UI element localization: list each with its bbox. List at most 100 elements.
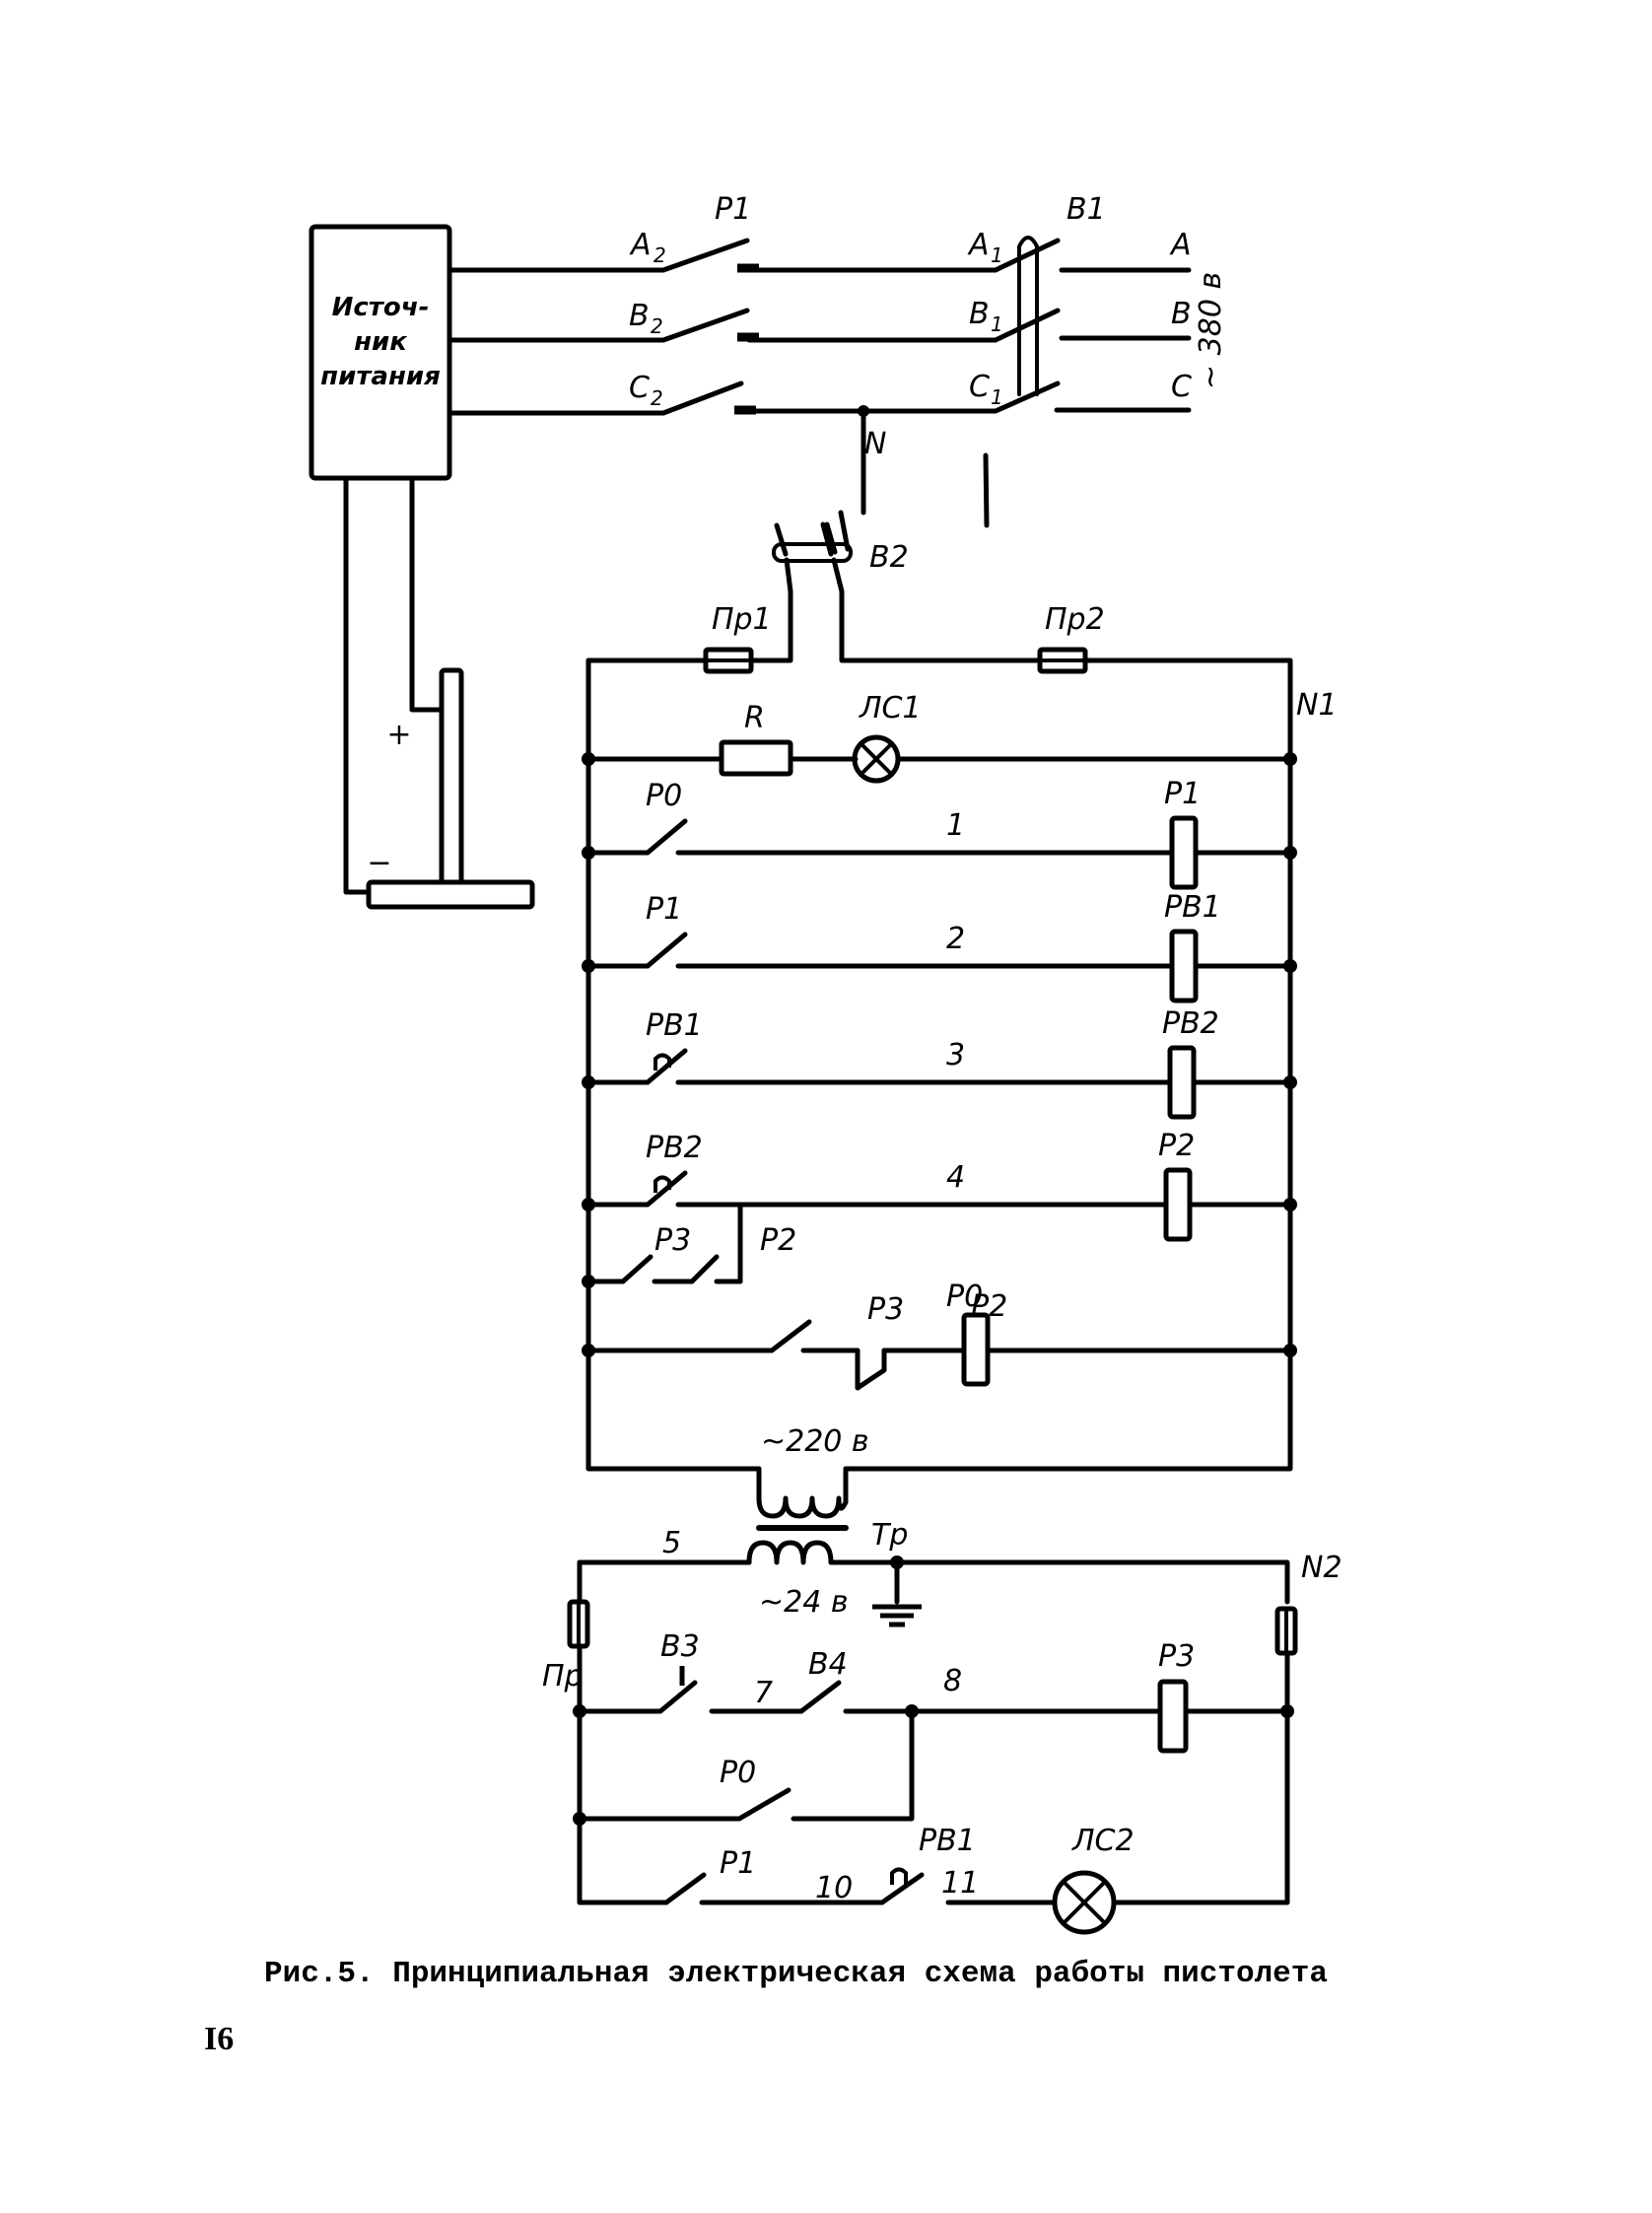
coil-p0-label: P0 [946,1279,983,1314]
plus-sign: + [386,718,411,752]
wire-7-label: 7 [754,1676,773,1710]
sub-c1: 1 [991,385,1003,409]
rung-wire-label: 2 [946,922,965,956]
rung-coil-label: P2 [1158,1129,1195,1163]
rung-wire-label: 4 [946,1160,965,1195]
minus-sign: − [367,846,391,880]
wire-5-label: 5 [662,1526,681,1560]
rung-contact-label: PB1 [646,1008,703,1043]
phase-b-label: B [1171,297,1192,331]
label-a1: A [967,228,990,262]
positive-lead [409,475,445,713]
neutral-label: N [864,427,886,461]
primary-voltage-label: ~220 в [761,1424,869,1459]
power-source-box [309,224,452,481]
ground-icon [872,1604,922,1627]
negative-lead [343,475,373,895]
mains-voltage-label: ~ 380 в [1194,272,1228,389]
three-phase-lines [447,236,1192,516]
rung-contact-label: P1 [646,892,682,927]
hold-p2-label: P2 [760,1223,796,1258]
circuit-n2: 5 ~24 в N2 Пр B3 7 B4 8 P3 P0 [542,1526,1342,1935]
lamp-ls1-label: ЛС1 [859,691,922,726]
sub-a2: 2 [654,243,666,267]
time-delay-actuator [654,1175,671,1193]
electrode [439,667,464,900]
p1-contact-c [660,380,744,416]
coil-pb1 [1169,929,1199,1003]
pb1-delay-actuator [890,1867,908,1885]
three-phase-labels: P1 A 2 B 2 C 2 B1 A 1 B 1 C 1 A B C ~ 38… [629,192,1228,410]
sub-a1: 1 [991,243,1003,267]
label-c2: C [629,371,650,405]
circuit-n1: Пр1 Пр2 N1 R ЛС1 P01P1P12PB1PB13PB2PB24P… [582,602,1338,1553]
rung-contact-label: PB2 [646,1131,703,1165]
sub-b2: 2 [651,314,663,338]
coil-p3-label: P3 [1158,1639,1195,1674]
p1-contact-b [660,308,750,343]
resistor-label: R [744,701,765,735]
power-source-label-1: Источ- [332,293,430,322]
contact-pb1 [645,1048,688,1085]
resistor-r [719,739,793,777]
transformer-primary-winding [756,1466,849,1519]
phase-c-label: C [1171,370,1192,404]
contact-p0-label: P0 [720,1756,756,1790]
label-b1: B [969,297,990,331]
contact-p1-label: P1 [720,1846,756,1881]
time-delay-actuator [654,1053,671,1071]
fuse-pr1-label: Пр1 [712,602,772,637]
rung-contact-label: P0 [646,779,682,813]
breaker-b1-label: B1 [1067,192,1106,227]
switch-b2-label: B2 [869,540,909,575]
sub-c2: 2 [651,386,663,410]
hold-p3-label: P3 [654,1223,691,1258]
circuit-n1-label: N1 [1296,688,1338,723]
phase-a-label: A [1169,228,1192,262]
figure-caption: Рис.5. Принципиальная электрическая схем… [264,1957,1328,1991]
label-b2: B [629,299,650,333]
b1-mechanical-link [1017,236,1039,396]
wire-10-label: 10 [815,1871,853,1905]
rung-coil-label: PB2 [1162,1006,1219,1041]
circuit-n2-label: N2 [1301,1551,1342,1585]
rung-wire-label: 3 [946,1038,965,1072]
transformer-secondary-winding [746,1540,834,1565]
rung-coil-label: PB1 [1164,890,1221,925]
fuse-pr-label: Пр [542,1659,584,1694]
welding-gun: + − [343,475,535,910]
coil-p1 [1169,815,1199,890]
rung-coil-label: P1 [1164,777,1201,811]
contact-pb2 [645,1170,688,1208]
last-p3-label: P3 [867,1292,904,1327]
fuse-pr2-label: Пр2 [1045,602,1105,637]
label-a2: A [629,228,652,262]
lamp-ls2-icon [1052,1870,1117,1935]
switch-b4-label: B4 [808,1647,848,1682]
b2-mechanical-link [772,542,853,563]
coil-p2 [1163,1167,1193,1242]
wire-8-label: 8 [943,1664,962,1698]
relay-p1-label: P1 [715,192,751,227]
page-number: I6 [204,2021,235,2057]
coil-p3 [1157,1679,1189,1754]
p2-nc-contact [855,1348,887,1391]
switch-b3-label: B3 [660,1629,700,1664]
contact-p1 [645,932,688,969]
power-source-label-2: ник [354,327,408,357]
workpiece [366,879,535,910]
secondary-voltage-label: ~24 в [759,1585,849,1620]
contact-pb1-label: PB1 [919,1824,976,1858]
sub-b1: 1 [991,312,1003,336]
transformer-label: Tp [871,1518,908,1553]
last-p2-label: P2 [971,1289,1007,1324]
contact-p0 [645,818,688,856]
power-source: Источ- ник питания [309,224,452,481]
p1-contact-a [660,238,750,273]
coil-pb2 [1167,1045,1197,1120]
switch-b2: N B2 [720,427,994,663]
label-c1: C [969,370,990,404]
wire-11-label: 11 [941,1866,979,1901]
lamp-ls1-icon [852,734,901,784]
